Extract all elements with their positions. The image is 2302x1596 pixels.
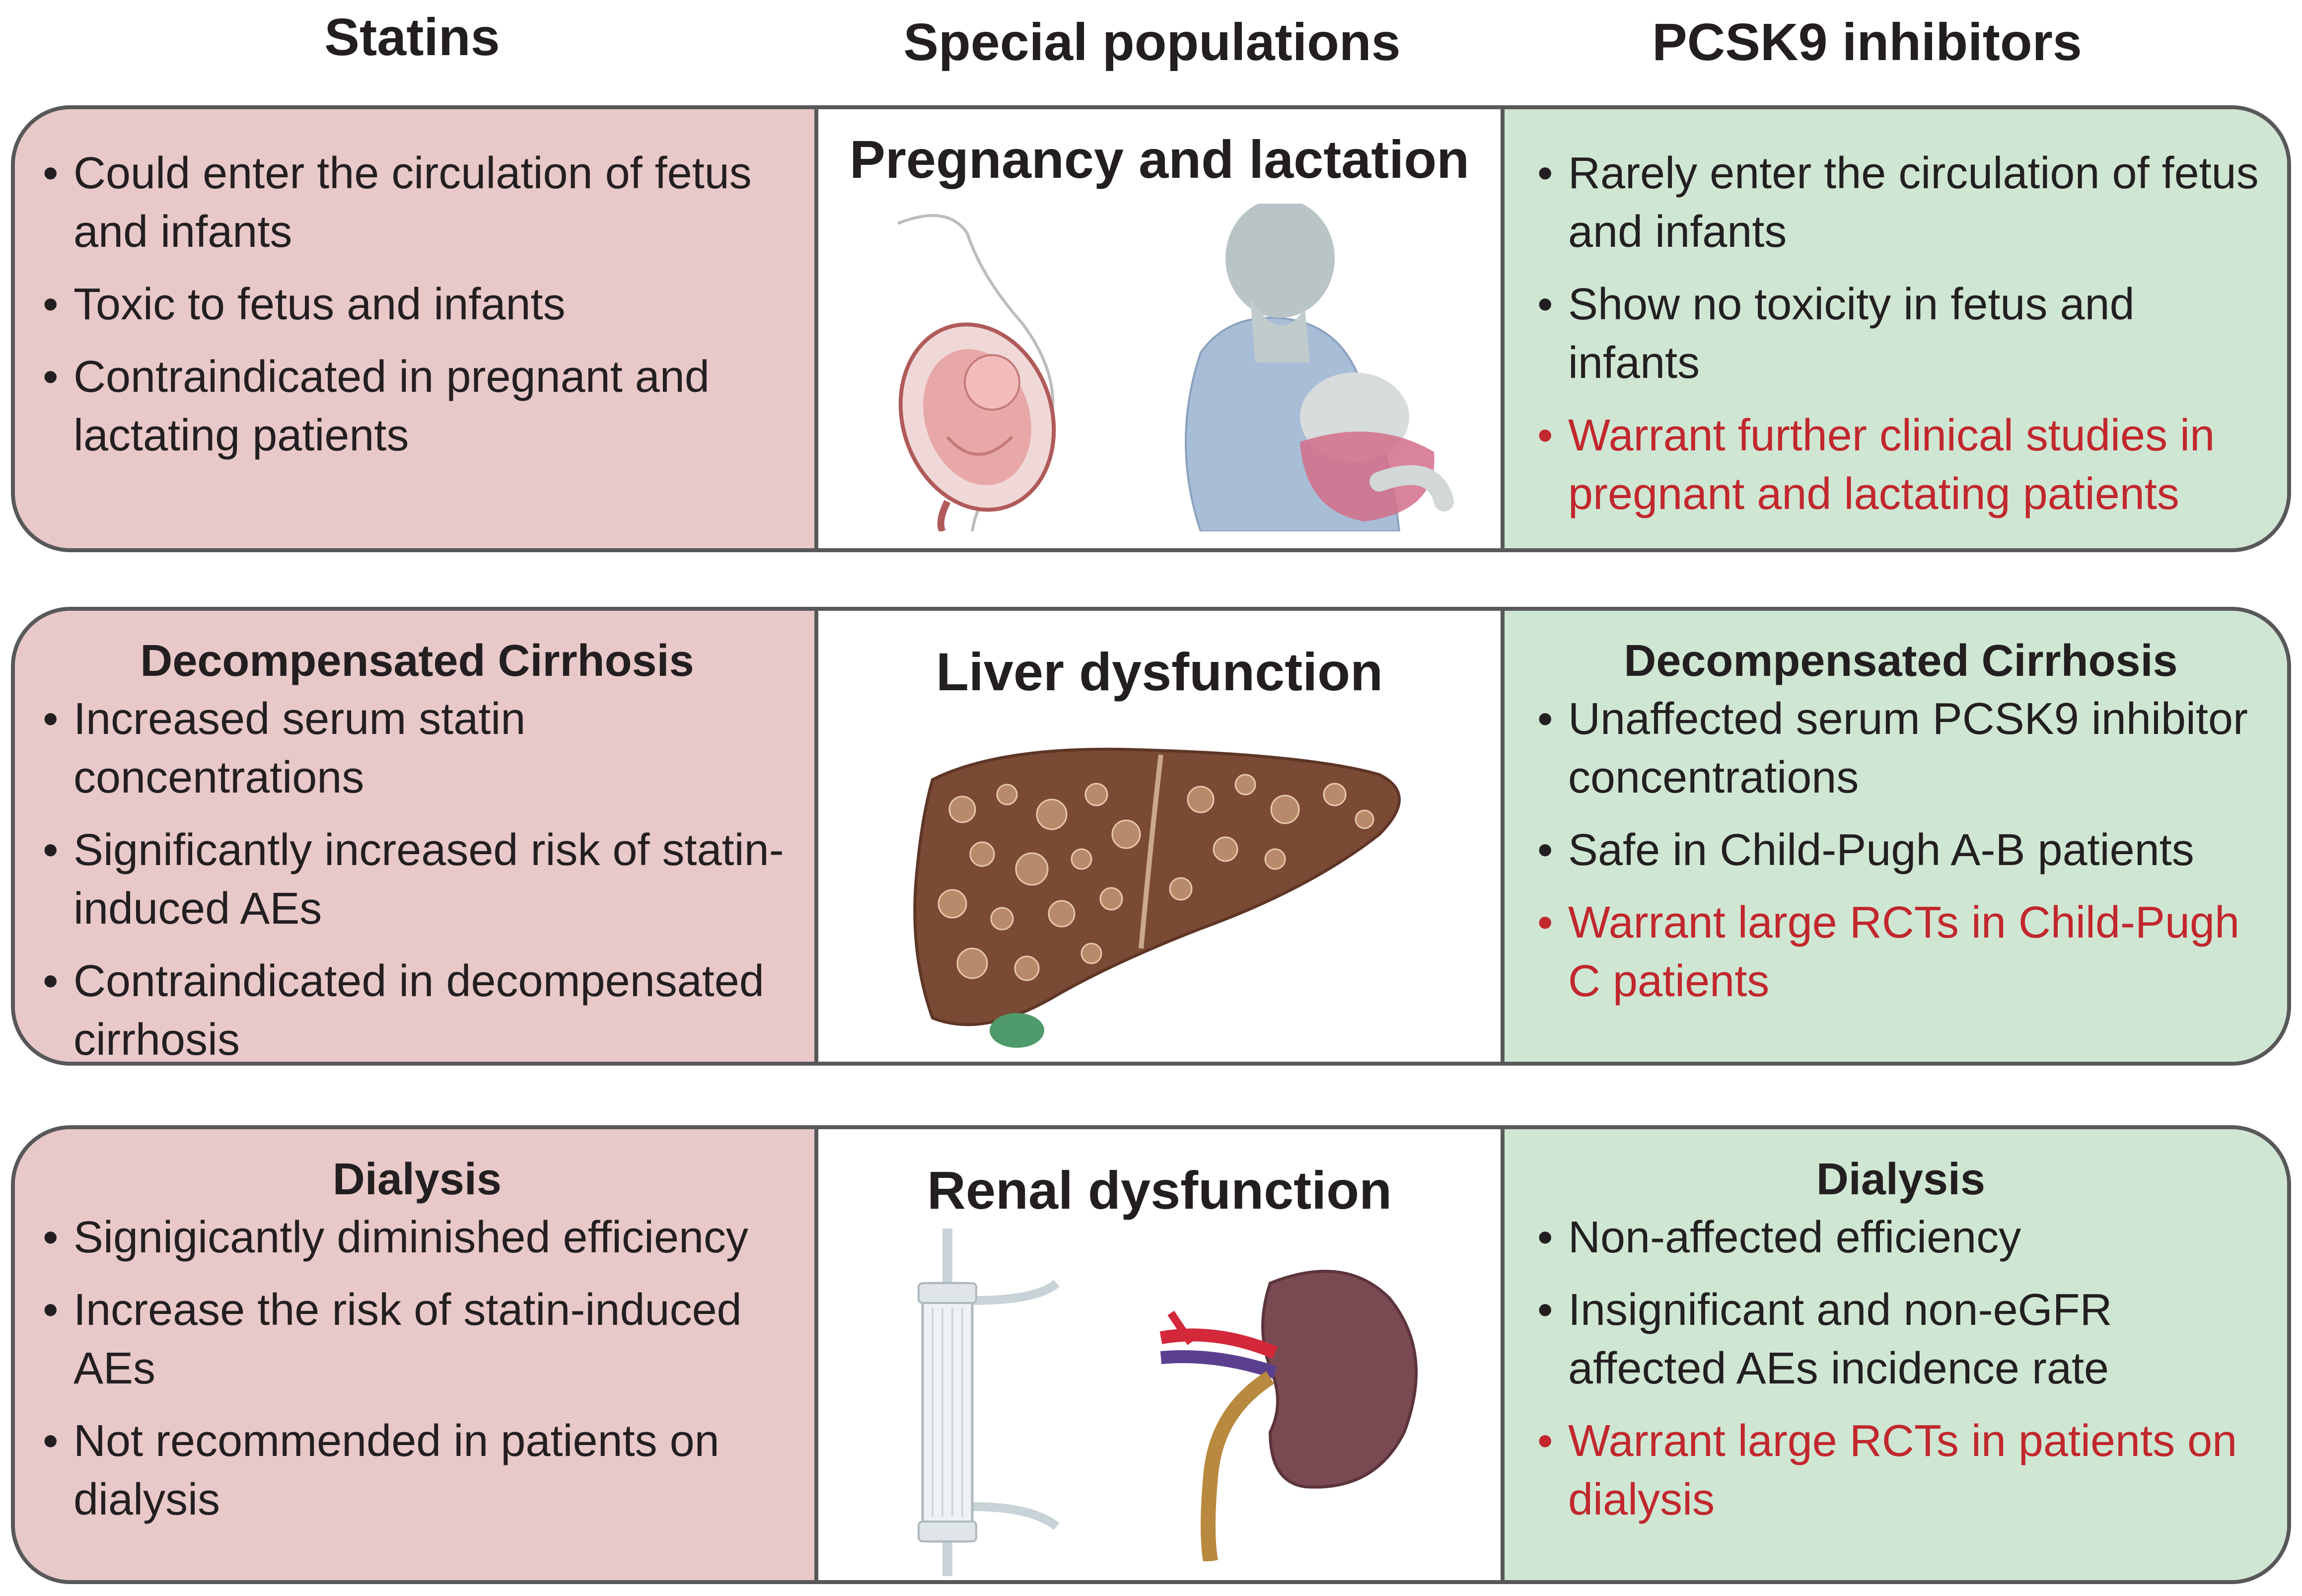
pcsk9-points-renal: Non-affected efficiency Insignificant an…: [1524, 1208, 2277, 1529]
list-item: Not recommended in patients on dialysis: [30, 1412, 804, 1529]
list-item: Unaffected serum PCSK9 inhibitor concent…: [1524, 690, 2277, 807]
pcsk9-cell-pregnancy: Rarely enter the circulation of fetus an…: [1505, 109, 2287, 548]
row-renal-dysfunction: Dialysis Signigicantly diminished effici…: [11, 1125, 2291, 1584]
pregnant-woman-illustration: [897, 214, 1056, 531]
pcsk9-cell-liver: Decompensated Cirrhosis Unaffected serum…: [1505, 611, 2287, 1062]
list-item-warning: Warrant large RCTs in patients on dialys…: [1524, 1412, 2277, 1529]
pcsk9-liver-subtitle: Decompensated Cirrhosis: [1624, 636, 2178, 686]
row-liver-dysfunction: Decompensated Cirrhosis Increased serum …: [11, 607, 2291, 1066]
statins-cell-renal: Dialysis Signigicantly diminished effici…: [15, 1129, 814, 1580]
list-item: Contraindicated in decompensated cirrhos…: [30, 952, 804, 1062]
pcsk9-renal-subtitle: Dialysis: [1816, 1155, 1986, 1204]
liver-dysfunction-title: Liver dysfunction: [935, 642, 1383, 702]
list-item-warning: Warrant large RCTs in Child-Pugh C patie…: [1524, 893, 2277, 1011]
kidney-illustration: [1159, 1270, 1418, 1561]
special-cell-renal: Renal dysfunction: [814, 1129, 1505, 1580]
list-item: Increase the risk of statin-induced AEs: [30, 1281, 804, 1398]
list-item: Rarely enter the circulation of fetus an…: [1524, 144, 2277, 261]
statins-cell-pregnancy: Could enter the circulation of fetus and…: [15, 109, 814, 548]
list-item: Safe in Child-Pugh A-B patients: [1524, 821, 2277, 879]
list-item: Toxic to fetus and infants: [30, 275, 799, 334]
statins-points-pregnancy: Could enter the circulation of fetus and…: [30, 144, 799, 465]
list-item: Show no toxicity in fetus and infants: [1524, 275, 2277, 392]
special-cell-pregnancy: Pregnancy and lactation: [814, 109, 1505, 548]
row-pregnancy-lactation: Could enter the circulation of fetus and…: [11, 105, 2291, 552]
statins-points-liver: Increased serum statin concentrations Si…: [30, 690, 804, 1062]
special-populations-column-header: Special populations: [903, 12, 1401, 72]
list-item-warning: Warrant further clinical studies in preg…: [1524, 406, 2277, 523]
dialyzer-illustration: [918, 1229, 1060, 1576]
renal-dysfunction-title: Renal dysfunction: [927, 1160, 1392, 1220]
list-item: Could enter the circulation of fetus and…: [30, 144, 799, 261]
cirrhotic-liver-illustration: [913, 747, 1401, 1048]
pcsk9-points-liver: Unaffected serum PCSK9 inhibitor concent…: [1524, 690, 2277, 1011]
pcsk9-column-header: PCSK9 inhibitors: [1652, 12, 2082, 72]
list-item: Significantly increased risk of statin-i…: [30, 821, 804, 938]
pregnancy-lactation-title: Pregnancy and lactation: [849, 129, 1470, 189]
statins-column-header: Statins: [324, 7, 500, 67]
list-item: Non-affected efficiency: [1524, 1208, 2277, 1267]
pcsk9-cell-renal: Dialysis Non-affected efficiency Insigni…: [1505, 1129, 2287, 1580]
list-item: Increased serum statin concentrations: [30, 690, 804, 807]
statins-renal-subtitle: Dialysis: [332, 1155, 502, 1204]
statins-points-renal: Signigicantly diminished efficiency Incr…: [30, 1208, 804, 1529]
statins-liver-subtitle: Decompensated Cirrhosis: [140, 636, 694, 686]
statins-cell-liver: Decompensated Cirrhosis Increased serum …: [15, 611, 814, 1062]
list-item: Contraindicated in pregnant and lactatin…: [30, 348, 799, 465]
special-cell-liver: Liver dysfunction: [814, 611, 1505, 1062]
breastfeeding-mother-illustration: [1185, 204, 1454, 531]
list-item: Signigicantly diminished efficiency: [30, 1208, 804, 1267]
list-item: Insignificant and non-eGFR affected AEs …: [1524, 1281, 2277, 1398]
pcsk9-points-pregnancy: Rarely enter the circulation of fetus an…: [1524, 144, 2277, 523]
